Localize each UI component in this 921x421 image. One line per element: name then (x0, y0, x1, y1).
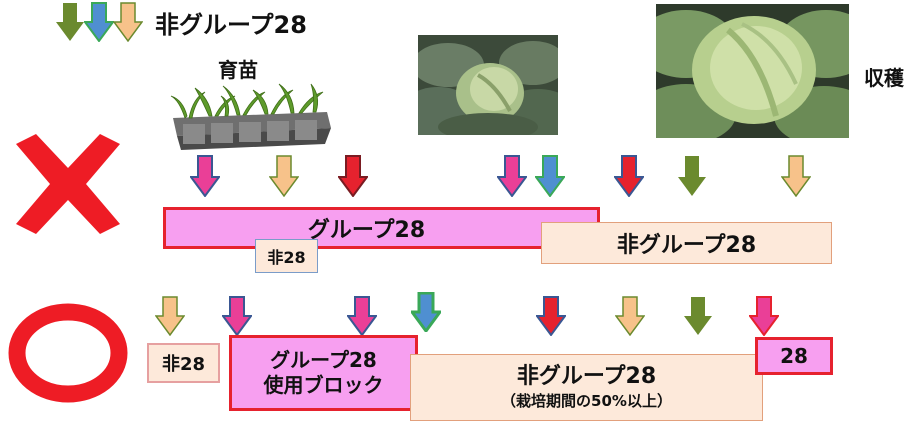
circle-arrow-5 (536, 296, 566, 336)
circle-arrow-8 (749, 296, 779, 336)
circle-end-box: 28 (755, 337, 833, 375)
cabbage-photo-mature (656, 4, 849, 138)
circle-mark-icon (8, 303, 128, 403)
cross-arrow-4 (497, 155, 527, 197)
circle-arrow-6 (615, 296, 645, 336)
circle-main-line1: 非グループ28 (516, 364, 657, 390)
cross-bar-group28: グループ28 (163, 207, 600, 249)
circle-arrow-4 (411, 292, 441, 332)
cross-bar-group28-label: グループ28 (307, 218, 426, 243)
circle-arrow-7 (684, 297, 712, 335)
seedling-tray-image (170, 83, 331, 150)
circle-arrow-1 (155, 296, 185, 336)
cross-tag-non28-label: 非28 (267, 248, 306, 267)
circle-block-line1: グループ28 (270, 348, 377, 372)
cross-arrow-6 (614, 155, 644, 197)
seedling-label: 育苗 (218, 58, 258, 82)
harvest-label: 収穫 (864, 66, 904, 90)
cabbage-photo-young (418, 35, 558, 135)
circle-block-line2: 使用ブロック (263, 373, 384, 397)
circle-block-group28: グループ28 使用ブロック (229, 335, 418, 411)
legend-arrow-peach (113, 2, 143, 42)
cross-arrow-7 (678, 156, 706, 196)
circle-arrow-2 (222, 296, 252, 336)
circle-arrow-3 (347, 296, 377, 336)
cross-arrow-1 (190, 155, 220, 197)
circle-pre-box-label: 非28 (161, 354, 206, 375)
legend-label: 非グループ28 (155, 11, 307, 39)
legend-arrow-blue (84, 2, 114, 42)
cross-tag-non28: 非28 (255, 239, 318, 273)
legend-arrow-olive (56, 3, 84, 41)
circle-main-line2: （栽培期間の50%以上） (501, 392, 672, 411)
cross-mark-icon (16, 134, 120, 234)
cross-arrow-3 (338, 155, 368, 197)
cross-bar-non-group28: 非グループ28 (541, 222, 832, 264)
circle-pre-box: 非28 (147, 343, 220, 383)
circle-end-box-label: 28 (780, 344, 808, 368)
circle-main-non-group28: 非グループ28 （栽培期間の50%以上） (410, 354, 763, 421)
cross-bar-non-group28-label: 非グループ28 (616, 233, 757, 258)
cross-arrow-2 (269, 155, 299, 197)
cross-arrow-8 (781, 155, 811, 197)
cross-arrow-5 (535, 155, 565, 197)
